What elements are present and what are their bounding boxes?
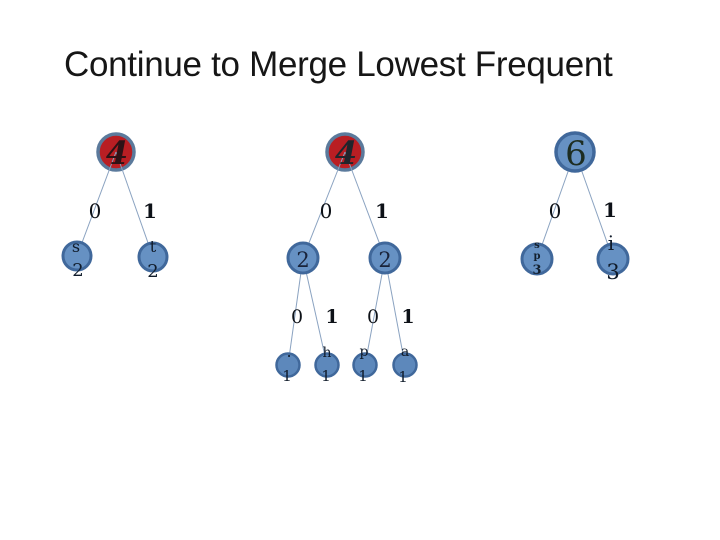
node-label-leaf-a: a — [401, 344, 409, 360]
tree-node-leaf-s — [61, 240, 93, 272]
edge-bit-label: 1 — [143, 199, 157, 223]
node-label-leaf-p: 1 — [358, 367, 368, 385]
node-label-leaf-dot: 1 — [282, 367, 292, 385]
tree-node-leaf-p — [352, 352, 378, 378]
tree-edge — [344, 151, 386, 259]
tree-edge — [115, 151, 154, 258]
node-label-leaf-h: 1 — [321, 367, 331, 385]
node-label-root-4-mid: 4 — [335, 134, 357, 172]
tree-node-leaf-h — [314, 352, 340, 378]
node-label-leaf-t: t — [150, 237, 157, 256]
node-label-root-6: 6 — [565, 134, 587, 174]
edge-bit-label: 0 — [89, 199, 102, 223]
node-label-leaf-t: 2 — [147, 261, 158, 282]
slide-title: Continue to Merge Lowest Frequent — [64, 45, 613, 84]
node-label-leaf-i: i — [608, 231, 614, 255]
tree-node-node-2-right — [368, 241, 402, 275]
node-label-leaf-p: p — [360, 344, 369, 360]
tree-edge — [287, 257, 304, 366]
node-label-leaf-a: 1 — [398, 368, 408, 386]
node-label-node-2-left: 2 — [296, 248, 309, 272]
edge-bit-label: 1 — [603, 198, 617, 222]
tree-node-root-6 — [554, 131, 596, 173]
edge-bit-label: 0 — [549, 199, 562, 223]
tree-edge — [302, 257, 328, 366]
node-label-root-4-left: 4 — [106, 134, 128, 172]
tree-node-leaf-t — [137, 241, 169, 273]
edge-bit-label: 0 — [320, 199, 333, 223]
edge-bit-label: 1 — [401, 306, 414, 328]
node-label-node-2-right: 2 — [378, 248, 391, 272]
node-label-leaf-sp: 3 — [532, 263, 541, 278]
node-label-leaf-h: h — [322, 345, 331, 361]
tree-node-node-2-left — [286, 241, 320, 275]
node-label-leaf-s: s — [72, 237, 80, 256]
tree-node-leaf-sp — [520, 242, 554, 276]
tree-edge — [302, 151, 346, 259]
node-label-leaf-sp: s — [534, 240, 540, 251]
tree-edge — [384, 257, 406, 366]
edge-bit-label: 1 — [375, 199, 389, 223]
edge-bit-label: 0 — [291, 306, 303, 328]
node-label-leaf-s: 2 — [72, 260, 83, 281]
node-label-leaf-dot: . — [286, 342, 291, 361]
node-label-leaf-sp: p — [534, 251, 541, 262]
tree-edge — [76, 151, 117, 257]
edge-bit-label: 1 — [325, 306, 338, 328]
edge-bit-label: 0 — [367, 306, 379, 328]
tree-edge — [364, 257, 386, 366]
tree-node-leaf-dot — [275, 352, 301, 378]
tree-node-leaf-a — [392, 352, 418, 378]
node-label-leaf-i: 3 — [606, 260, 619, 284]
tree-node-leaf-i — [596, 242, 630, 276]
